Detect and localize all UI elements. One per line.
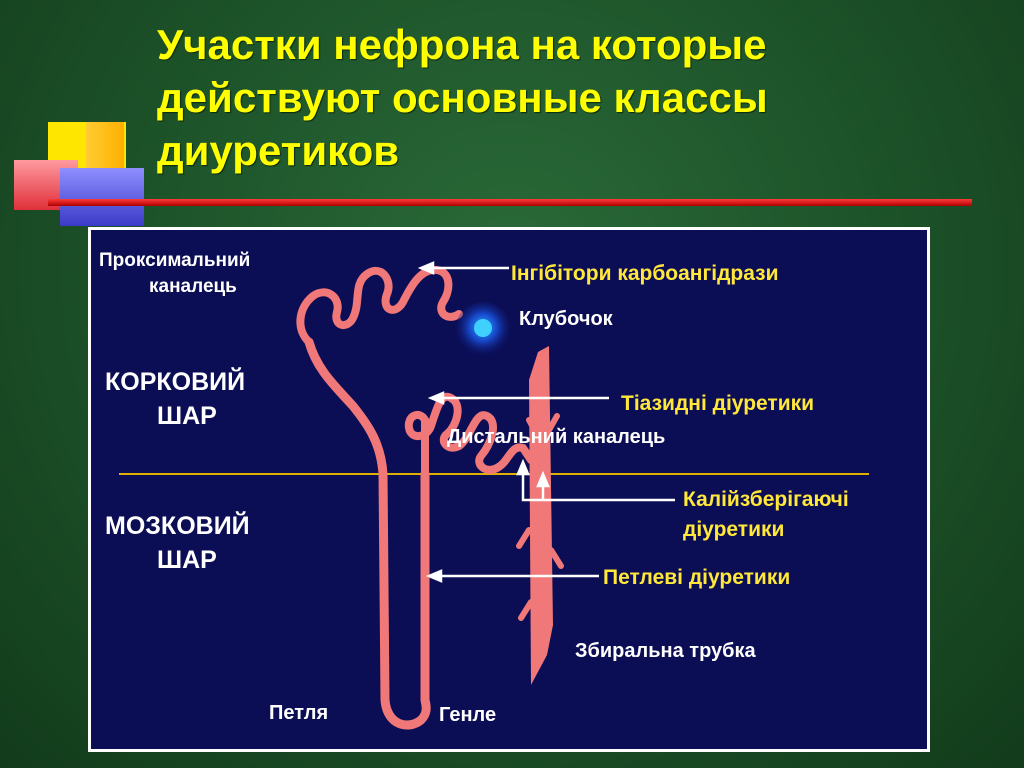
slide-title: Участки нефрона на которые действуют осн… <box>157 21 768 174</box>
proximal-tubule-label-1: Проксимальний <box>99 250 251 271</box>
glomerulus-label: Клубочок <box>519 308 613 330</box>
loop-of-henle-label-1: Петля <box>269 702 329 724</box>
medulla-label-1: МОЗКОВИЙ <box>105 512 250 540</box>
potassium-sparing-label-2: діуретики <box>683 518 785 541</box>
proximal-tubule <box>296 265 463 346</box>
cortex-label-2: ШАР <box>157 402 217 430</box>
carbonic-anhydrase-inhibitors-label: Інгібітори карбоангідрази <box>511 262 779 285</box>
loop-of-henle-label-2: Генле <box>439 704 497 726</box>
title-divider-line <box>48 199 972 206</box>
pointer-loop <box>425 569 599 583</box>
pointer-potassium <box>516 458 675 502</box>
distal-tubule-label: Дистальний каналець <box>447 426 666 448</box>
potassium-sparing-label-1: Калійзберігаючі <box>683 488 849 511</box>
decor-blue-square <box>60 168 144 226</box>
collecting-duct-label: Збиральна трубка <box>575 640 756 662</box>
nephron-diagram <box>119 261 869 730</box>
pointer-carbonic <box>417 261 509 275</box>
proximal-to-loop <box>304 337 431 730</box>
medulla-label-2: ШАР <box>157 546 217 574</box>
loop-diuretics-label: Петлеві діуретики <box>603 566 791 589</box>
distal-tubule <box>404 392 535 478</box>
thiazide-diuretics-label: Тіазидні діуретики <box>621 392 815 415</box>
pointer-thiazide <box>427 391 609 405</box>
cortex-label-1: КОРКОВИЙ <box>105 368 246 396</box>
proximal-tubule-label-2: каналець <box>149 276 237 297</box>
nephron-diagram-panel: Проксимальний каналець КОРКОВИЙ ШАР МОЗК… <box>88 227 930 752</box>
